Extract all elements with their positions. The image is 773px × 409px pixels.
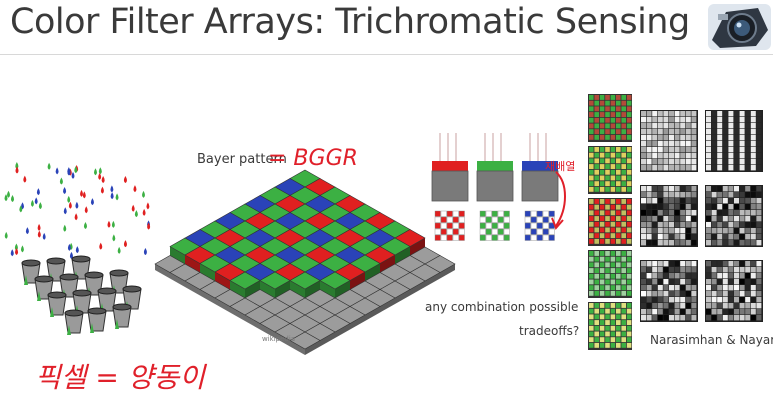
wiki-credit: wikipedia [262,335,296,343]
cfa-pattern-column [588,94,632,350]
camera-logo-icon [708,4,771,50]
tradeoffs-text: tradeoffs? [519,324,580,338]
bayer-mosaic-illustration [154,169,456,355]
pixel-bucket-annotation: 픽셀 = 양동이 [35,361,206,394]
grayscale-pattern-grid [640,110,763,322]
arrow-annotation: 재배열 [545,160,576,173]
red-arrow-icon [551,171,566,230]
title-divider [0,54,773,55]
author-credit: Narasimhan & Nayar [650,333,773,347]
filter-sensor-diagrams [431,133,559,241]
bayer-pattern-label: Bayer pattern [197,152,287,167]
combination-text: any combination possible [425,300,579,314]
rain-bucket-illustration [4,161,151,335]
slide-title: Color Filter Arrays: Trichromatic Sensin… [10,2,690,42]
bggr-annotation: = BGGR [268,146,358,171]
